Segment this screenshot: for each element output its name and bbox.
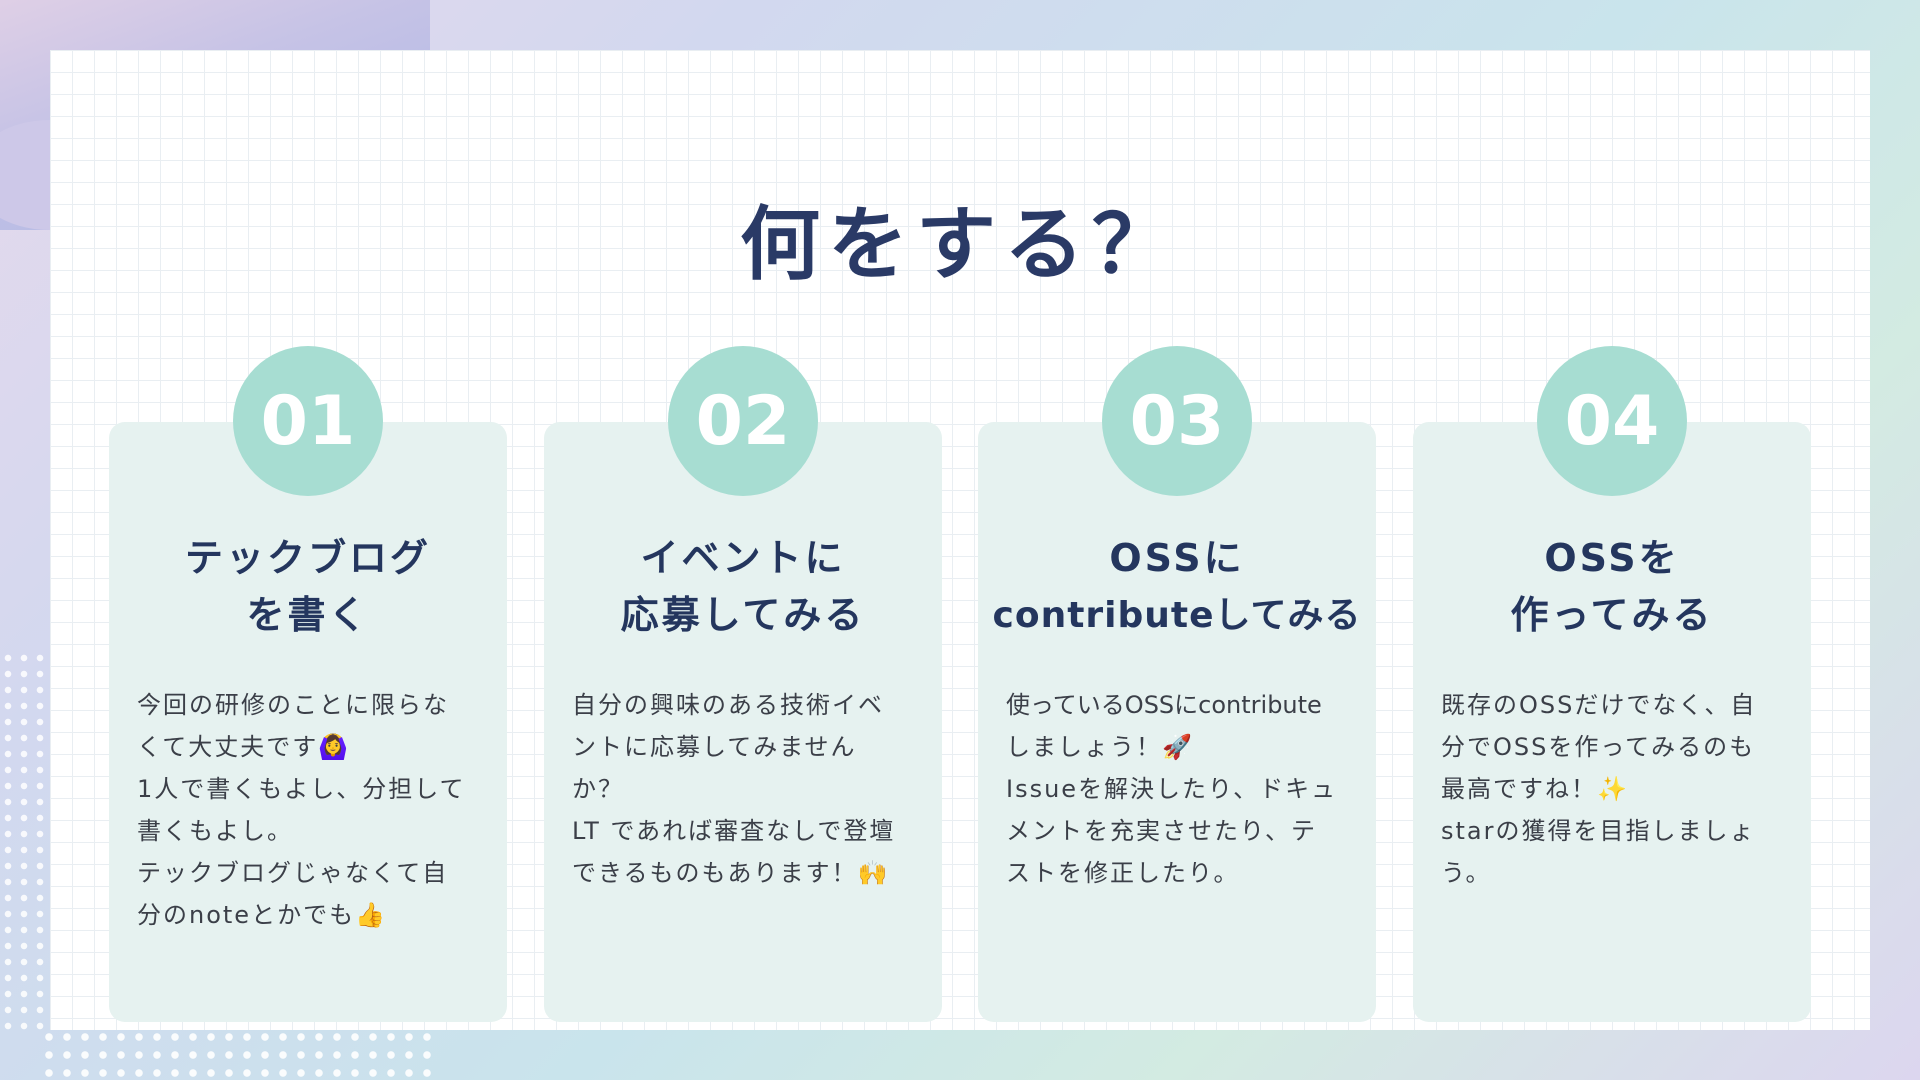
- card-heading-line: OSSに: [1109, 536, 1245, 580]
- card-heading: テックブログ を書く: [109, 530, 507, 644]
- card-body-line: Issueを解決したり、ドキュ: [1006, 775, 1338, 803]
- card-heading-line: OSSを: [1544, 536, 1680, 580]
- card-heading-line: イベントに: [640, 536, 846, 580]
- card-heading: イベントに 応募してみる: [544, 530, 942, 644]
- card-3: 03 OSSに contributeしてみる 使っているOSSにcontribu…: [978, 346, 1376, 1022]
- card-body-line: 1人で書くもよし、分担して: [137, 775, 466, 803]
- card-heading-line: 応募してみる: [620, 593, 866, 637]
- card-body-line: 書くもよし。: [137, 817, 293, 845]
- card-body-line: 既存のOSSだけでなく、自: [1441, 691, 1757, 719]
- card-body-line: テックブログじゃなくて自: [137, 859, 449, 887]
- card-body-line: 最高ですね！✨: [1441, 775, 1629, 803]
- card-body: 自分の興味のある技術イベ ントに応募してみません か？ LT であれば審査なしで…: [572, 684, 916, 894]
- card-body-line: 使っているOSSにcontribute: [1006, 691, 1322, 719]
- card-heading: OSSを 作ってみる: [1413, 530, 1811, 644]
- card-body-line: LT であれば審査なしで登壇: [572, 817, 896, 845]
- card-heading-line: 作ってみる: [1510, 593, 1714, 637]
- card-body-line: 自分の興味のある技術イベ: [572, 691, 884, 719]
- card-body-line: 分のnoteとかでも👍: [137, 901, 387, 929]
- card-heading-line: contributeしてみる: [992, 595, 1362, 636]
- slide-title: 何をする？: [740, 197, 1180, 291]
- card-number-badge: 01: [233, 346, 383, 496]
- slide-panel: 何をする？ 01 テックブログ を書く 今回の研修のことに限らな くて大丈夫です…: [50, 50, 1870, 1030]
- card-body-line: できるものもあります！🙌: [572, 859, 890, 887]
- card-body: 使っているOSSにcontribute しましょう！🚀 Issueを解決したり、…: [1006, 684, 1350, 894]
- decorative-dots-left: [0, 650, 50, 1030]
- card-body-line: ントに応募してみません: [572, 733, 857, 761]
- card-4: 04 OSSを 作ってみる 既存のOSSだけでなく、自 分でOSSを作ってみるの…: [1413, 346, 1811, 1022]
- card-body-line: う。: [1441, 859, 1492, 887]
- card-heading-line: テックブログ: [184, 536, 431, 580]
- card-body-line: くて大丈夫です🙆‍♀️: [137, 733, 351, 761]
- card-body-line: 今回の研修のことに限らな: [137, 691, 449, 719]
- card-number-badge: 03: [1102, 346, 1252, 496]
- card-number-badge: 02: [668, 346, 818, 496]
- card-2: 02 イベントに 応募してみる 自分の興味のある技術イベ ントに応募してみません…: [544, 346, 942, 1022]
- card-body-line: メントを充実させたり、テ: [1006, 817, 1318, 845]
- card-body-line: 分でOSSを作ってみるのも: [1441, 733, 1756, 761]
- decorative-dots-bottom: [40, 1028, 440, 1080]
- card-body: 今回の研修のことに限らな くて大丈夫です🙆‍♀️ 1人で書くもよし、分担して 書…: [137, 684, 481, 936]
- card-body-line: starの獲得を目指しましょ: [1441, 817, 1756, 845]
- card-1: 01 テックブログ を書く 今回の研修のことに限らな くて大丈夫です🙆‍♀️ 1…: [109, 346, 507, 1022]
- card-body: 既存のOSSだけでなく、自 分でOSSを作ってみるのも 最高ですね！✨ star…: [1441, 684, 1785, 894]
- card-heading: OSSに contributeしてみる: [978, 530, 1376, 644]
- card-body-line: か？: [572, 775, 624, 803]
- card-body-line: しましょう！🚀: [1006, 733, 1194, 761]
- card-body-line: ストを修正したり。: [1006, 859, 1240, 887]
- card-number-badge: 04: [1537, 346, 1687, 496]
- card-heading-line: を書く: [246, 593, 370, 637]
